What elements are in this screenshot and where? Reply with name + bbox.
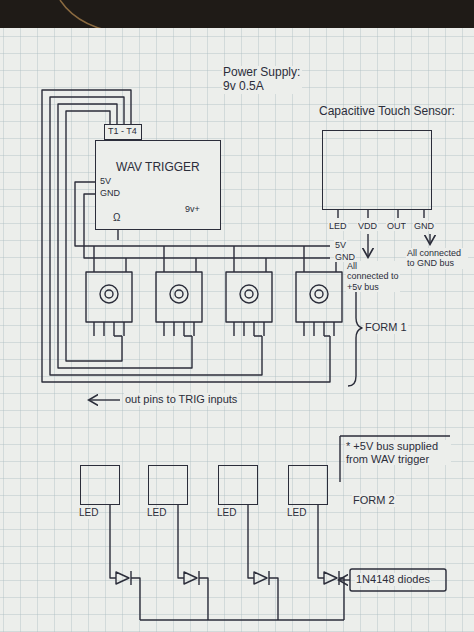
wire-note: All connected to GND bus [406, 248, 468, 269]
pin-label: 5V [99, 176, 112, 186]
pin-label: GND [413, 221, 435, 231]
pin-label: LED [287, 507, 306, 519]
note: * +5V bus supplied from WAV trigger [345, 440, 451, 465]
pin-label: Ω [112, 212, 121, 224]
wire-note: All connected to +5v bus [346, 261, 400, 292]
supply-note: Power Supply: 9v 0.5A [222, 66, 302, 94]
sensor-box: LED [80, 465, 120, 505]
part-note: 1N4148 diodes [355, 573, 431, 586]
box-label: T1 - T4 [108, 126, 137, 136]
sensor-box: LED [148, 465, 188, 505]
sensor-heading: Capacitive Touch Sensor: [319, 105, 455, 119]
box-label: WAV TRIGGER [116, 161, 200, 175]
pin-label: VDD [357, 221, 378, 231]
pin-label: GND [99, 188, 121, 198]
pin-label: 9v+ [184, 204, 201, 214]
sensor-box: Capacitive Touch Sensor: [322, 130, 432, 210]
group-label: FORM 2 [352, 494, 396, 507]
bus-label: 5V [334, 240, 347, 250]
group-label: FORM 1 [364, 321, 408, 334]
pin-label: LED [217, 507, 236, 519]
pin-label: LED [79, 507, 98, 519]
connector-header: T1 - T4 [104, 124, 142, 140]
pin-label: LED [328, 221, 348, 231]
pin-label: OUT [386, 221, 407, 231]
sensor-box: LED [218, 465, 258, 505]
pin-label: LED [147, 507, 166, 519]
wire-note: out pins to TRIG inputs [124, 393, 238, 406]
sensor-box: LED [288, 465, 328, 505]
